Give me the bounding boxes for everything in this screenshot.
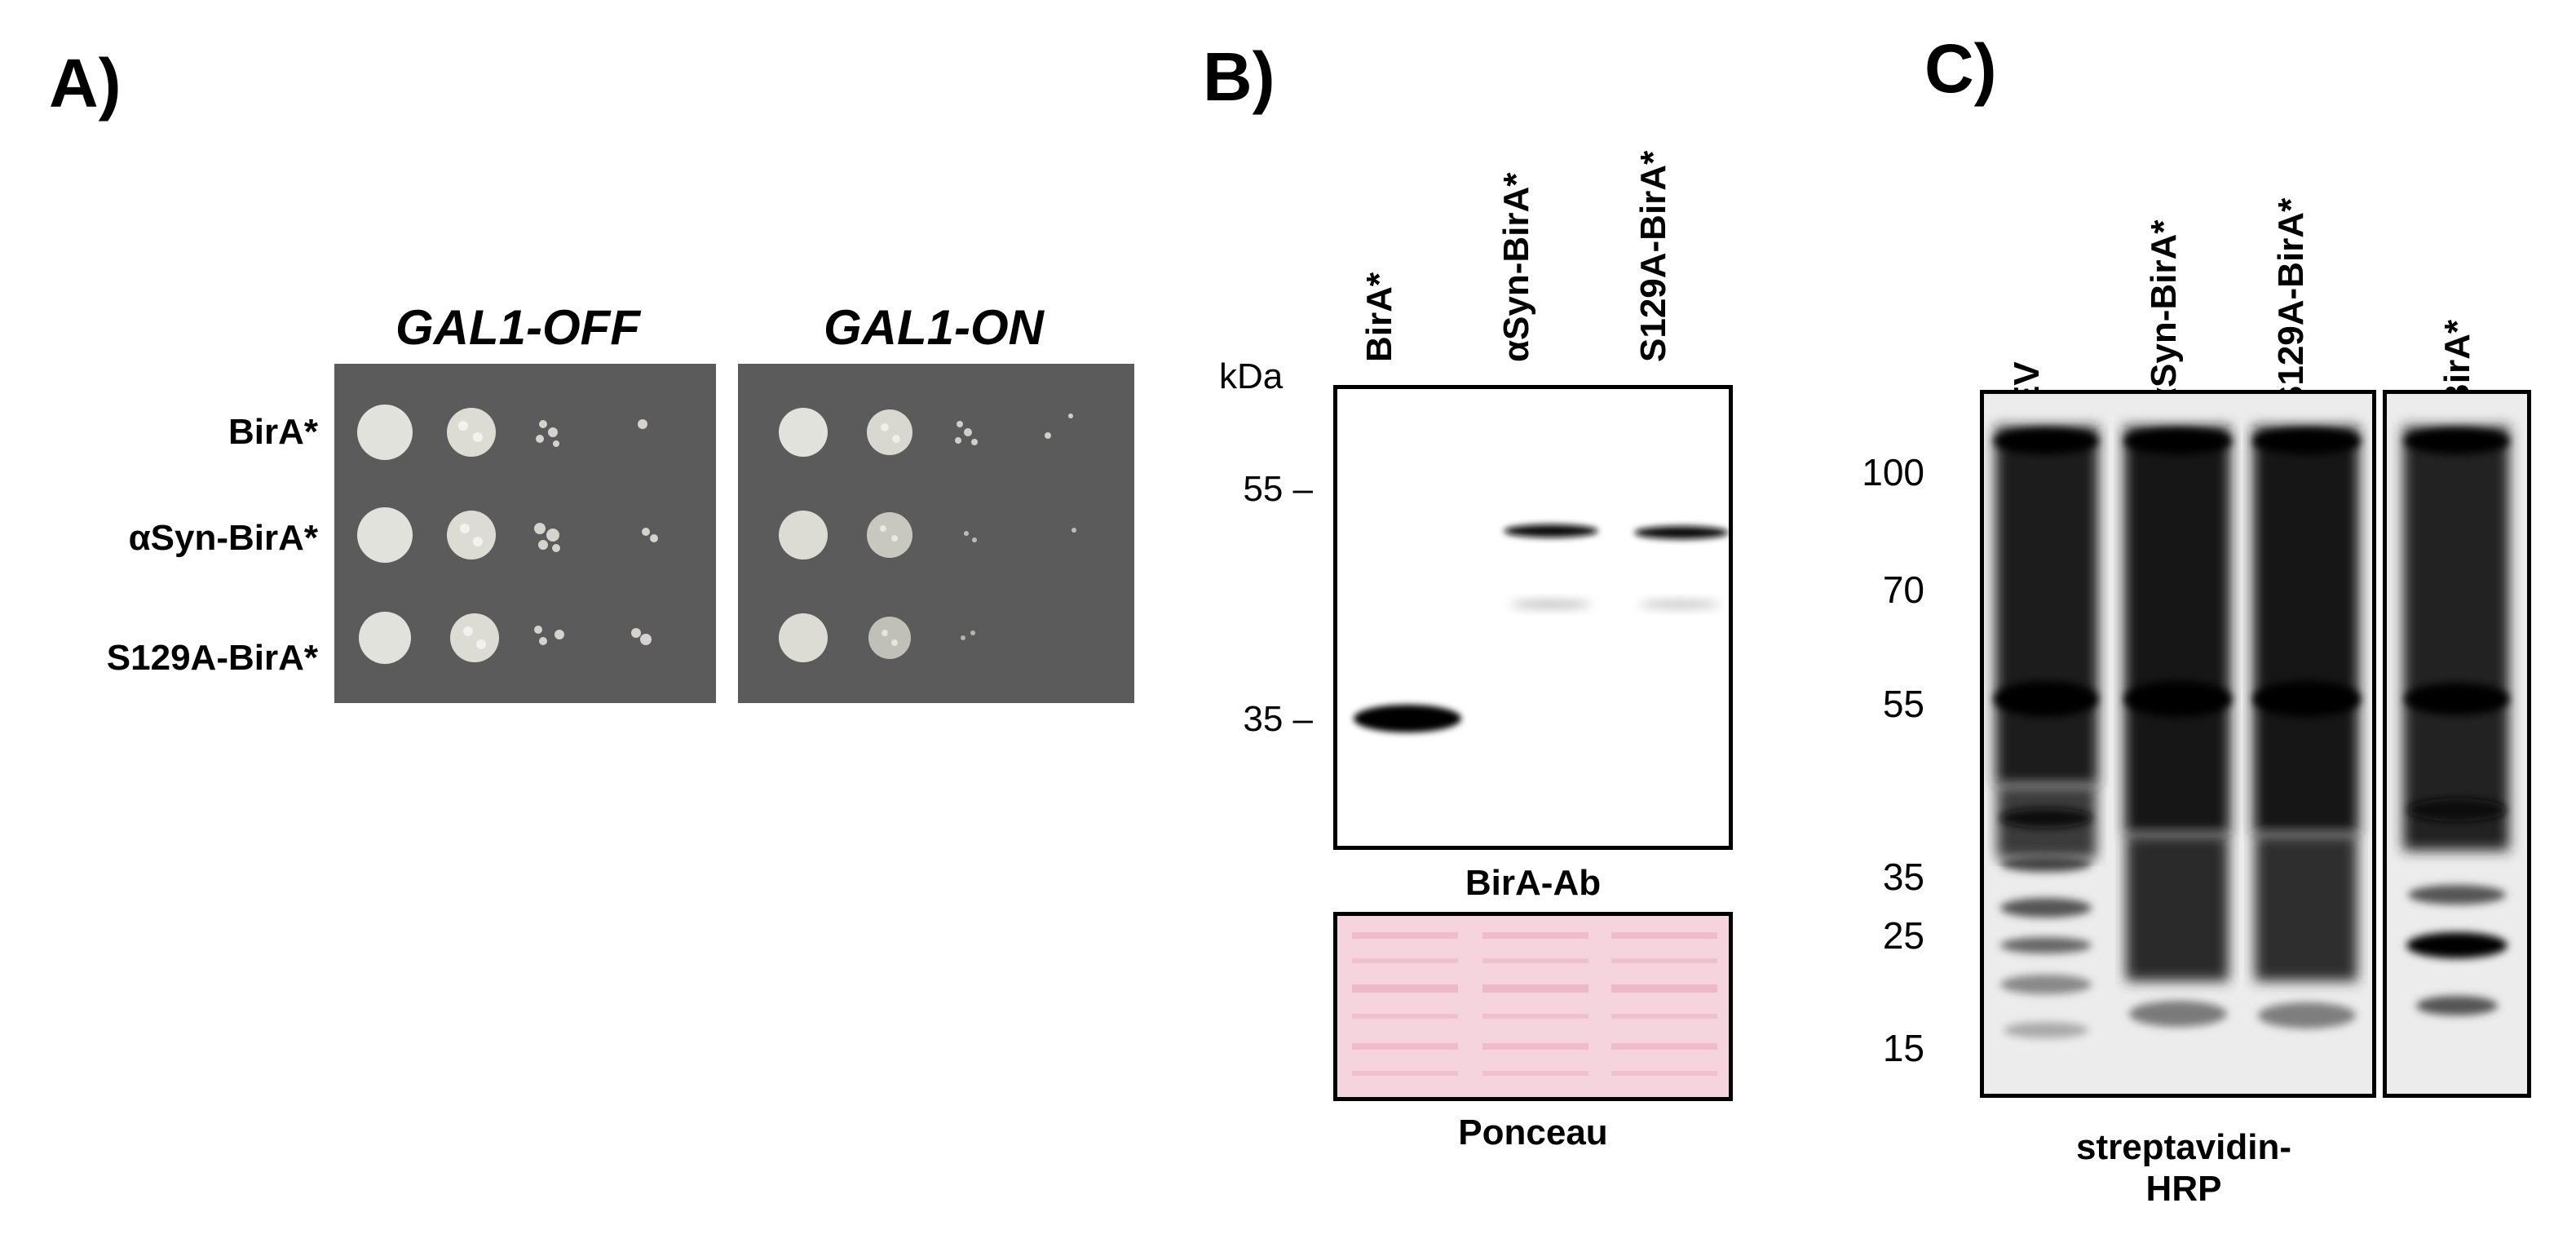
birA-antibody-blot xyxy=(1333,385,1733,850)
panel-b-letter: B) xyxy=(1203,38,1275,115)
birA-ab-label: BirA-Ab xyxy=(1465,863,1602,903)
lane-label-b-asyn-bira: αSyn-BirA* xyxy=(1496,172,1536,362)
streptavidin-hrp-label-line2: HRP xyxy=(2145,1168,2222,1209)
marker-b-35: 35 – xyxy=(1243,699,1313,739)
streptavidin-blot-main xyxy=(1980,390,2376,1098)
plate-gal1-on xyxy=(738,364,1134,703)
marker-c-15: 15 xyxy=(1882,1027,1924,1069)
ponceau-label: Ponceau xyxy=(1458,1113,1608,1152)
ponceau-stain-blot xyxy=(1333,912,1733,1101)
condition-gal1-off-label: GAL1-OFF xyxy=(395,300,640,355)
marker-c-35: 35 xyxy=(1882,856,1924,898)
condition-gal1-on-label: GAL1-ON xyxy=(824,300,1044,355)
marker-c-55: 55 xyxy=(1882,683,1924,725)
streptavidin-hrp-label: streptavidin- HRP xyxy=(1980,1127,2388,1210)
panel-a-letter: A) xyxy=(49,45,122,122)
lane-label-b-s129a-bira: S129A-BirA* xyxy=(1633,150,1673,362)
row-label-bira: BirA* xyxy=(228,412,318,452)
marker-c-100: 100 xyxy=(1862,451,1924,493)
marker-c-25: 25 xyxy=(1882,914,1924,957)
streptavidin-blot-bira-lane xyxy=(2383,390,2531,1098)
lane-label-b-bira: BirA* xyxy=(1359,272,1399,362)
panel-c-letter: C) xyxy=(1924,30,1997,107)
row-label-asyn-bira: αSyn-BirA* xyxy=(128,518,318,558)
plate-gal1-off xyxy=(334,364,716,703)
kda-unit-label: kDa xyxy=(1219,356,1284,396)
lane-label-c-s129a-bira: S129A-BirA* xyxy=(2271,197,2311,409)
row-label-s129a-bira: S129A-BirA* xyxy=(106,638,318,678)
marker-b-55: 55 – xyxy=(1243,469,1313,509)
marker-c-70: 70 xyxy=(1882,568,1924,611)
streptavidin-hrp-label-line1: streptavidin- xyxy=(2075,1127,2292,1167)
lane-label-c-asyn-bira: αSyn-BirA* xyxy=(2144,219,2184,409)
